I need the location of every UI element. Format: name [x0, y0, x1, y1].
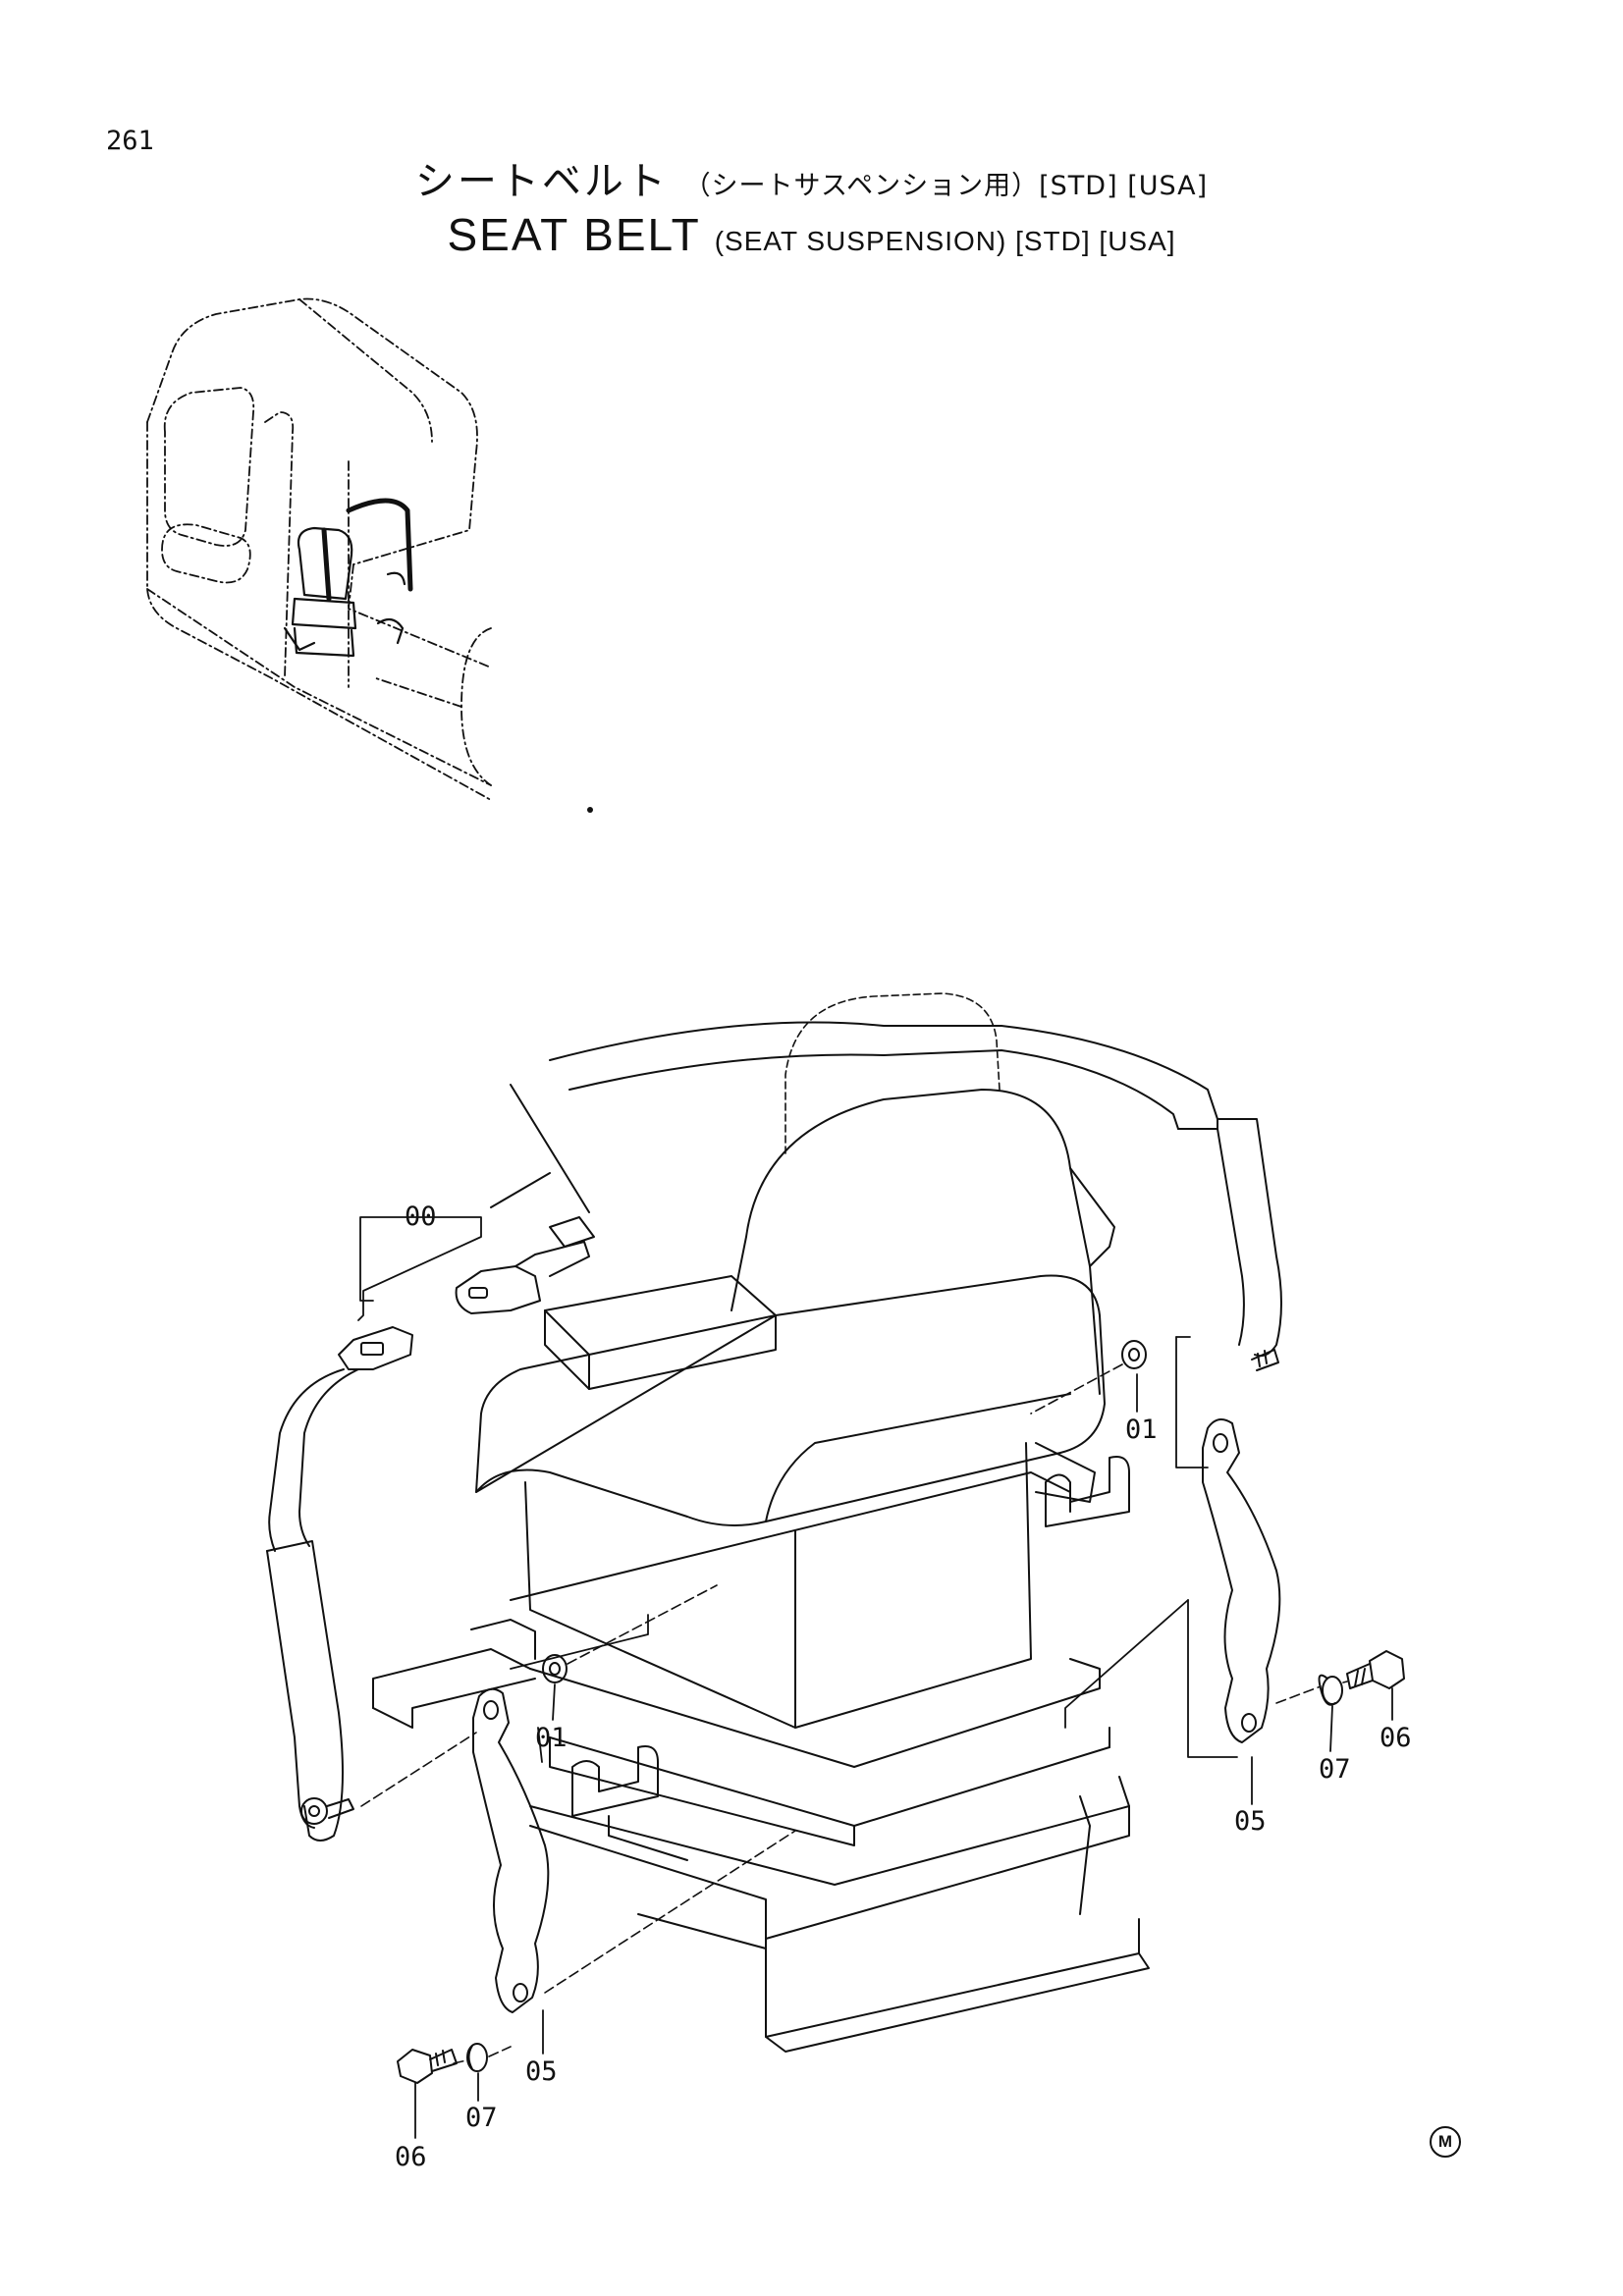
small-dot	[587, 807, 593, 813]
page-number: 261	[106, 126, 154, 156]
callout-bolt-right: 06	[1380, 1723, 1412, 1753]
title-english-sub: (SEAT SUSPENSION) [STD] [USA]	[714, 226, 1176, 256]
title-japanese: シートベルト （シートサスペンション用）[STD] [USA]	[0, 149, 1623, 206]
washers	[466, 1674, 1343, 2072]
callout-spacer-right: 01	[1125, 1415, 1158, 1445]
seat-suspension-frame	[372, 1442, 1150, 2053]
callout-spacer-left: 01	[535, 1723, 568, 1753]
cab-thumbnail	[146, 297, 492, 801]
seat-belt-right-strap	[1177, 1118, 1282, 1358]
title-english: SEAT BELT (SEAT SUSPENSION) [STD] [USA]	[0, 208, 1623, 261]
manufacturer-mark: M	[1430, 2126, 1461, 2158]
seat-cushion	[475, 1274, 1106, 1526]
seat-backrest	[730, 1089, 1115, 1395]
callout-assembly: 00	[405, 1201, 437, 1232]
seat-headrest	[784, 992, 1001, 1154]
title-japanese-sub: （シートサスペンション用）[STD] [USA]	[683, 171, 1209, 201]
leader-lines	[357, 1216, 1393, 2139]
callout-washer-left: 07	[465, 2103, 498, 2133]
callout-washer-right: 07	[1319, 1754, 1351, 1785]
seat-belt-left-strap	[266, 1540, 354, 1842]
callout-bolt-left: 06	[395, 2142, 427, 2172]
title-english-main: SEAT BELT	[447, 209, 700, 260]
seat-armrest	[544, 1275, 777, 1390]
seat-hooks	[571, 1456, 1130, 1817]
seat-belt-shoulder-strap	[490, 1021, 1218, 1213]
callout-bracket-left: 05	[525, 2056, 558, 2087]
callout-bracket-right: 05	[1234, 1806, 1267, 1837]
seat-belt-buckle-tongue	[455, 1216, 595, 1314]
seat-belt-left-buckle	[268, 1326, 413, 1552]
title-japanese-main: シートベルト	[414, 159, 669, 204]
left-bracket	[472, 1687, 550, 2013]
right-bracket	[1202, 1418, 1281, 1743]
seat-base	[524, 1442, 1032, 1729]
bolts	[397, 1349, 1405, 2084]
assembly-lines	[360, 1363, 1348, 2064]
cab-thumbnail-seat	[283, 498, 413, 658]
spacers	[542, 1340, 1147, 1683]
